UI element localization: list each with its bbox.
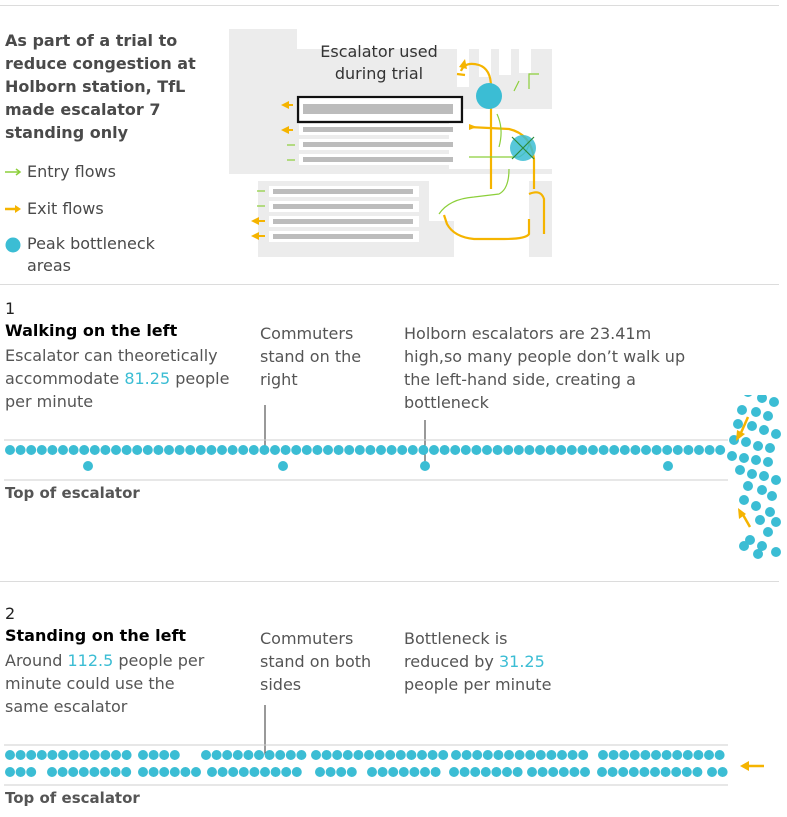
upper-escalators bbox=[298, 96, 462, 165]
section2-top-label: Top of escalator bbox=[5, 789, 140, 807]
entry-arrow-icon bbox=[5, 161, 27, 183]
section2-note-stand-both: Commuters stand on both sides bbox=[260, 629, 372, 694]
section1-crowd-arrows bbox=[736, 416, 752, 528]
bottleneck-circle-icon bbox=[5, 233, 27, 259]
legend-bottleneck-label: Peak bottleneck areas bbox=[27, 234, 155, 275]
section2-desc-post: people per minute could use the same esc… bbox=[5, 651, 205, 716]
section2-reduction-value: 31.25 bbox=[498, 652, 545, 671]
section1-bottleneck-crowd bbox=[727, 395, 781, 559]
section1-top-label: Top of escalator bbox=[5, 484, 140, 502]
legend-exit: Exit flows bbox=[5, 198, 104, 220]
section2-desc-pre: Around bbox=[5, 651, 68, 670]
section2-both-lanes-queue bbox=[5, 750, 728, 777]
section1-note-stand-right: Commuters stand on the right bbox=[260, 324, 362, 389]
top-rule bbox=[0, 5, 779, 6]
section2-note-pre: Bottleneck is reduced by bbox=[404, 629, 508, 671]
exit-arrow-icon bbox=[5, 198, 27, 220]
lower-escalators bbox=[269, 186, 419, 242]
section1-rule bbox=[0, 284, 779, 285]
legend-exit-label: Exit flows bbox=[27, 199, 104, 218]
section2-rule bbox=[0, 581, 779, 582]
section1-standing-queue bbox=[5, 445, 726, 455]
section2-note-reduced: Bottleneck is reduced by 31.25 people pe… bbox=[404, 627, 569, 696]
map-label-line1: Escalator used bbox=[320, 42, 438, 61]
section2-capacity-value: 112.5 bbox=[67, 651, 114, 670]
intro-text: As part of a trial to reduce congestion … bbox=[5, 31, 196, 142]
section1-capacity-value: 81.25 bbox=[124, 369, 171, 388]
legend-bottleneck: Peak bottleneck areas bbox=[5, 233, 195, 277]
section1-desc-post: people per minute bbox=[5, 369, 230, 411]
section1-number: 1 bbox=[5, 299, 16, 318]
section1-note-bottleneck: Holborn escalators are 23.41m high,so ma… bbox=[404, 324, 686, 412]
section2-entry-arrow bbox=[740, 761, 764, 771]
bottleneck-area-1 bbox=[476, 83, 502, 109]
legend-entry-label: Entry flows bbox=[27, 162, 116, 181]
section2-heading: Standing on the left bbox=[5, 626, 187, 645]
legend-entry: Entry flows bbox=[5, 161, 116, 183]
section2-note-post: people per minute bbox=[404, 675, 552, 694]
map-label-line2: during trial bbox=[335, 64, 423, 83]
section1-escalator bbox=[4, 395, 781, 559]
section1-description: Escalator can theoretically accommodate … bbox=[5, 344, 240, 413]
section2-escalator bbox=[4, 705, 764, 786]
exit-arrows bbox=[251, 59, 477, 240]
highlighted-escalator-7 bbox=[296, 95, 464, 124]
section2-description: Around 112.5 people per minute could use… bbox=[5, 649, 220, 718]
station-map: Escalator used during trial bbox=[229, 29, 552, 257]
section1-heading: Walking on the left bbox=[5, 321, 178, 340]
section2-number: 2 bbox=[5, 604, 16, 623]
section1-walking-lane bbox=[83, 461, 673, 471]
section1-desc-pre: Escalator can theoretically accommodate bbox=[5, 346, 218, 388]
